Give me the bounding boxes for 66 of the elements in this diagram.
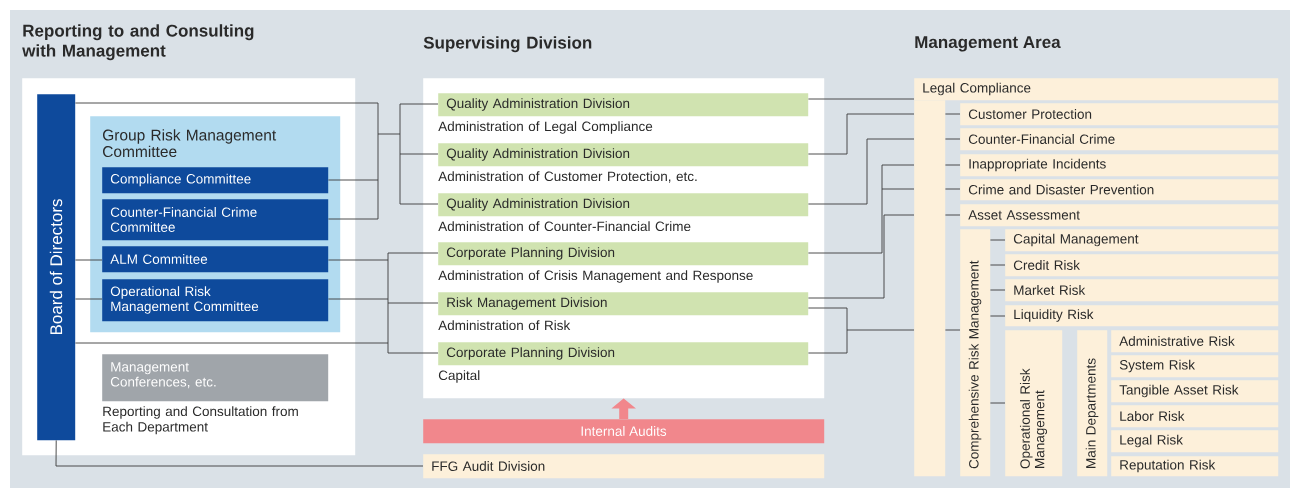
committee-box: Operational Risk Management Committee	[102, 279, 329, 322]
area-box: Reputation Risk	[1111, 456, 1279, 477]
vertical-box: Comprehensive Risk Management	[960, 229, 991, 477]
heading: Management Area	[915, 36, 1061, 52]
node-label: Reporting to and Consulting with Management	[22, 24, 254, 61]
area-box: Labor Risk	[1111, 405, 1279, 428]
area-box: Market Risk	[1005, 279, 1279, 302]
area-box: Asset Assessment	[960, 204, 1279, 227]
area-box: Liquidity Risk	[1005, 305, 1279, 327]
area-box: Tangible Asset Risk	[1111, 380, 1279, 403]
connector-line	[807, 164, 915, 254]
description-text: Administration of Customer Protection, etc.	[438, 171, 697, 183]
conference-box: Management Conferences, etc.	[102, 354, 329, 402]
area-box: Counter-Financial Crime	[960, 128, 1279, 151]
connector-line	[74, 102, 439, 220]
audit-band: Internal Audits	[423, 419, 825, 444]
connector-line	[989, 315, 1006, 317]
board-box: Board of Directors	[37, 94, 76, 441]
connector-line	[807, 98, 915, 100]
connector-line	[807, 113, 915, 155]
connector-line	[807, 307, 915, 354]
connector-line	[989, 264, 1006, 266]
description-text: Administration of Risk	[438, 320, 571, 331]
area-box: Legal Risk	[1111, 430, 1279, 453]
node-label: Supervising Division	[423, 36, 592, 53]
connector-line	[74, 252, 439, 354]
connector-line	[944, 138, 961, 140]
connector-line	[944, 164, 961, 166]
division-box: Corporate Planning Division	[438, 342, 809, 366]
description-text: Reporting and Consultation from Each Department	[103, 406, 298, 435]
area-box: Legal Compliance	[914, 78, 1279, 101]
division-box: Quality Administration Division	[438, 193, 809, 217]
area-box: Capital Management	[1005, 229, 1279, 252]
description-text: Administration of Crisis Management and Response	[438, 270, 753, 283]
division-box: Corporate Planning Division	[438, 242, 809, 266]
vertical-band	[914, 100, 946, 477]
connector-line	[55, 439, 424, 467]
connector-line	[989, 402, 1006, 404]
area-box: Administrative Risk	[1111, 330, 1279, 353]
connector-line	[74, 298, 103, 300]
committee-box: ALM Committee	[102, 246, 329, 273]
description-text: Administration of Legal Compliance	[438, 121, 653, 134]
connector-line	[989, 289, 1006, 291]
description-text: Administration of Counter-Financial Crime	[438, 221, 691, 232]
vertical-box: Operational Risk Management	[1005, 330, 1063, 477]
connector-line	[807, 214, 915, 299]
area-box: Crime and Disaster Prevention	[960, 179, 1279, 201]
area-box: Inappropriate Incidents	[960, 154, 1279, 177]
area-box: Customer Protection	[960, 103, 1279, 126]
area-box: Credit Risk	[1005, 254, 1279, 277]
connector-line	[944, 329, 961, 331]
division-box: Risk Management Division	[438, 292, 809, 316]
connector-line	[944, 214, 961, 216]
connector-line	[944, 113, 961, 115]
connector-line	[989, 239, 1006, 241]
connector-line	[74, 259, 103, 261]
committee-box: Compliance Committee	[102, 167, 329, 194]
area-box: System Risk	[1111, 355, 1279, 378]
committee-box: Counter-Financial Crime Committee	[102, 199, 329, 241]
description-text: Capital	[438, 370, 480, 383]
area-box: FFG Audit Division	[423, 454, 825, 479]
connector-line	[807, 138, 915, 205]
vertical-box: Main Departments	[1077, 330, 1108, 477]
division-box: Quality Administration Division	[438, 143, 809, 167]
division-box: Quality Administration Division	[438, 93, 809, 117]
connector-line	[944, 188, 961, 190]
